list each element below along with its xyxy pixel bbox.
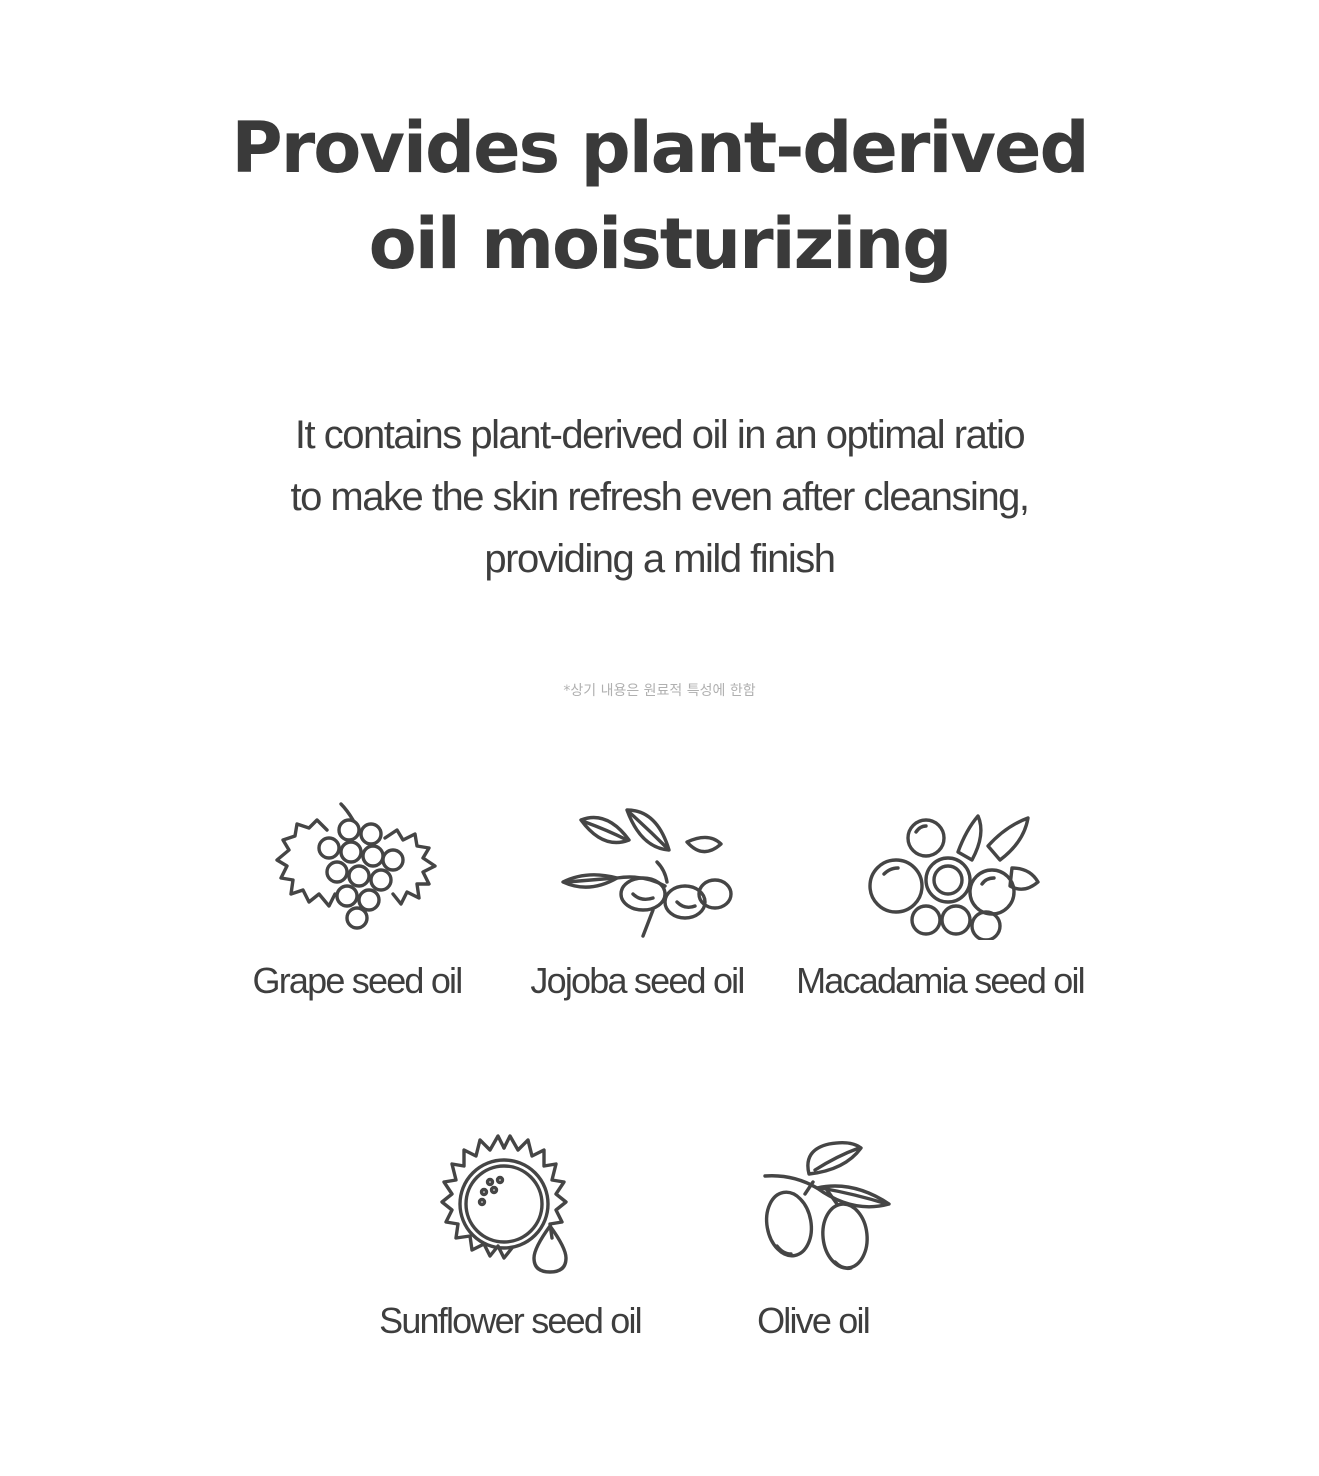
ingredient-label: Macadamia seed oil xyxy=(796,960,1086,1001)
description-line-1: It contains plant-derived oil in an opti… xyxy=(294,413,1026,457)
title-line-2: oil moisturizing xyxy=(368,203,953,285)
ingredient-label: Jojoba seed oil xyxy=(530,960,745,1001)
title-line-1: Provides plant-derived xyxy=(231,107,1089,189)
ingredient-sunflower-seed-oil: Sunflower seed oil xyxy=(350,1130,670,1342)
page-title: Provides plant-derived oil moisturizing xyxy=(0,100,1319,292)
grape-icon xyxy=(275,802,437,930)
description-line-2: to make the skin refresh even after clea… xyxy=(290,475,1030,519)
jojoba-icon xyxy=(561,808,733,938)
ingredient-jojoba-seed-oil: Jojoba seed oil xyxy=(477,790,797,1002)
description: It contains plant-derived oil in an opti… xyxy=(0,404,1319,590)
macadamia-icon xyxy=(868,814,1040,940)
ingredient-macadamia-seed-oil: Macadamia seed oil xyxy=(780,790,1100,1002)
ingredient-grape-seed-oil: Grape seed oil xyxy=(197,790,517,1002)
ingredient-olive-oil: Olive oil xyxy=(653,1130,973,1342)
ingredient-label: Sunflower seed oil xyxy=(379,1300,643,1341)
disclaimer: *상기 내용은 원료적 특성에 한함 xyxy=(563,683,756,699)
ingredient-label: Olive oil xyxy=(757,1300,871,1341)
ingredient-label: Grape seed oil xyxy=(252,960,464,1001)
description-line-3: providing a mild finish xyxy=(484,537,836,581)
sunflower-icon xyxy=(440,1134,568,1274)
olive-icon xyxy=(763,1140,891,1271)
